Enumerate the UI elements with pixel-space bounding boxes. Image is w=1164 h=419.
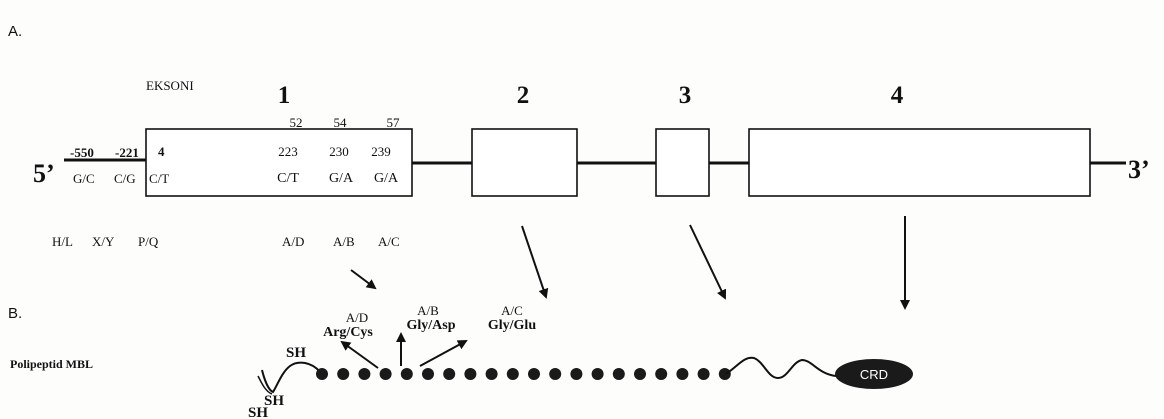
collagen-residue-dot [486, 368, 498, 380]
exon-number-1: 1 [278, 82, 291, 109]
arrow-exon3 [690, 225, 725, 298]
collagen-residue-dot [613, 368, 625, 380]
position-minus-221: -221 [115, 145, 139, 160]
collagen-residue-dot [316, 368, 328, 380]
haplotype-ad: A/D [282, 234, 304, 249]
mutation-ad-name: A/D [346, 310, 368, 325]
collagen-residue-dot [422, 368, 434, 380]
collagen-residue-dot [592, 368, 604, 380]
nucleotide-239: 239 [371, 144, 391, 159]
exon-number-2: 2 [517, 82, 530, 109]
allele-ga-239: G/A [374, 171, 399, 186]
mutation-ab-name: A/B [417, 303, 439, 318]
collagen-residue-dot [719, 368, 731, 380]
position-4: 4 [158, 144, 165, 159]
haplotype-hl: H/L [52, 234, 73, 249]
nucleotide-223: 223 [278, 144, 298, 159]
arrow-mutation-ad [342, 342, 378, 368]
collagen-residue-dot [464, 368, 476, 380]
n-terminal-strand [262, 363, 320, 392]
exon-number-4: 4 [891, 82, 904, 109]
position-minus-550: -550 [70, 145, 94, 160]
collagen-region [316, 368, 731, 380]
collagen-residue-dot [443, 368, 455, 380]
codon-52: 52 [290, 115, 303, 130]
mutation-ac-aa: Gly/Glu [488, 318, 536, 333]
collagen-residue-dot [358, 368, 370, 380]
collagen-residue-dot [528, 368, 540, 380]
collagen-residue-dot [655, 368, 667, 380]
exon-box-3 [656, 129, 709, 196]
exon-box-4 [749, 129, 1090, 196]
haplotype-pq: P/Q [138, 234, 159, 249]
polypeptide-label: Polipeptid MBL [10, 357, 93, 371]
panel-a-label: A. [8, 23, 22, 40]
allele-ct-4: C/T [149, 171, 169, 186]
collagen-residue-dot [634, 368, 646, 380]
collagen-residue-dot [380, 368, 392, 380]
collagen-residue-dot [401, 368, 413, 380]
collagen-residue-dot [337, 368, 349, 380]
haplotype-xy: X/Y [92, 234, 115, 249]
sh-label-bottom: SH [248, 405, 268, 419]
codon-57: 57 [387, 115, 401, 130]
collagen-residue-dot [698, 368, 710, 380]
allele-ga-230: G/A [329, 171, 354, 186]
three-prime-label: 3’ [1128, 155, 1150, 184]
nucleotide-230: 230 [329, 144, 349, 159]
allele-ct-223: C/T [277, 171, 299, 186]
collagen-residue-dot [676, 368, 688, 380]
five-prime-label: 5’ [33, 159, 55, 188]
allele-cg: C/G [114, 171, 136, 186]
arrow-mutation-ac [420, 341, 466, 366]
allele-gc: G/C [73, 171, 95, 186]
mutation-ac-name: A/C [501, 303, 523, 318]
exons-title: EKSONI [146, 78, 194, 93]
exon-box-2 [472, 129, 577, 196]
arrow-exon1-mutations [351, 270, 375, 288]
panel-b-label: B. [8, 305, 22, 322]
mutation-ab-aa: Gly/Asp [406, 318, 455, 333]
codon-54: 54 [334, 115, 348, 130]
mutation-ad-aa: Arg/Cys [323, 325, 373, 340]
neck-region [726, 358, 836, 378]
collagen-residue-dot [549, 368, 561, 380]
haplotype-ab: A/B [333, 234, 355, 249]
arrow-exon2 [522, 226, 546, 297]
collagen-residue-dot [570, 368, 582, 380]
sh-label-top: SH [286, 345, 306, 361]
crd-label: CRD [860, 367, 888, 382]
exon-number-3: 3 [679, 82, 692, 109]
collagen-residue-dot [507, 368, 519, 380]
haplotype-ac: A/C [378, 234, 400, 249]
